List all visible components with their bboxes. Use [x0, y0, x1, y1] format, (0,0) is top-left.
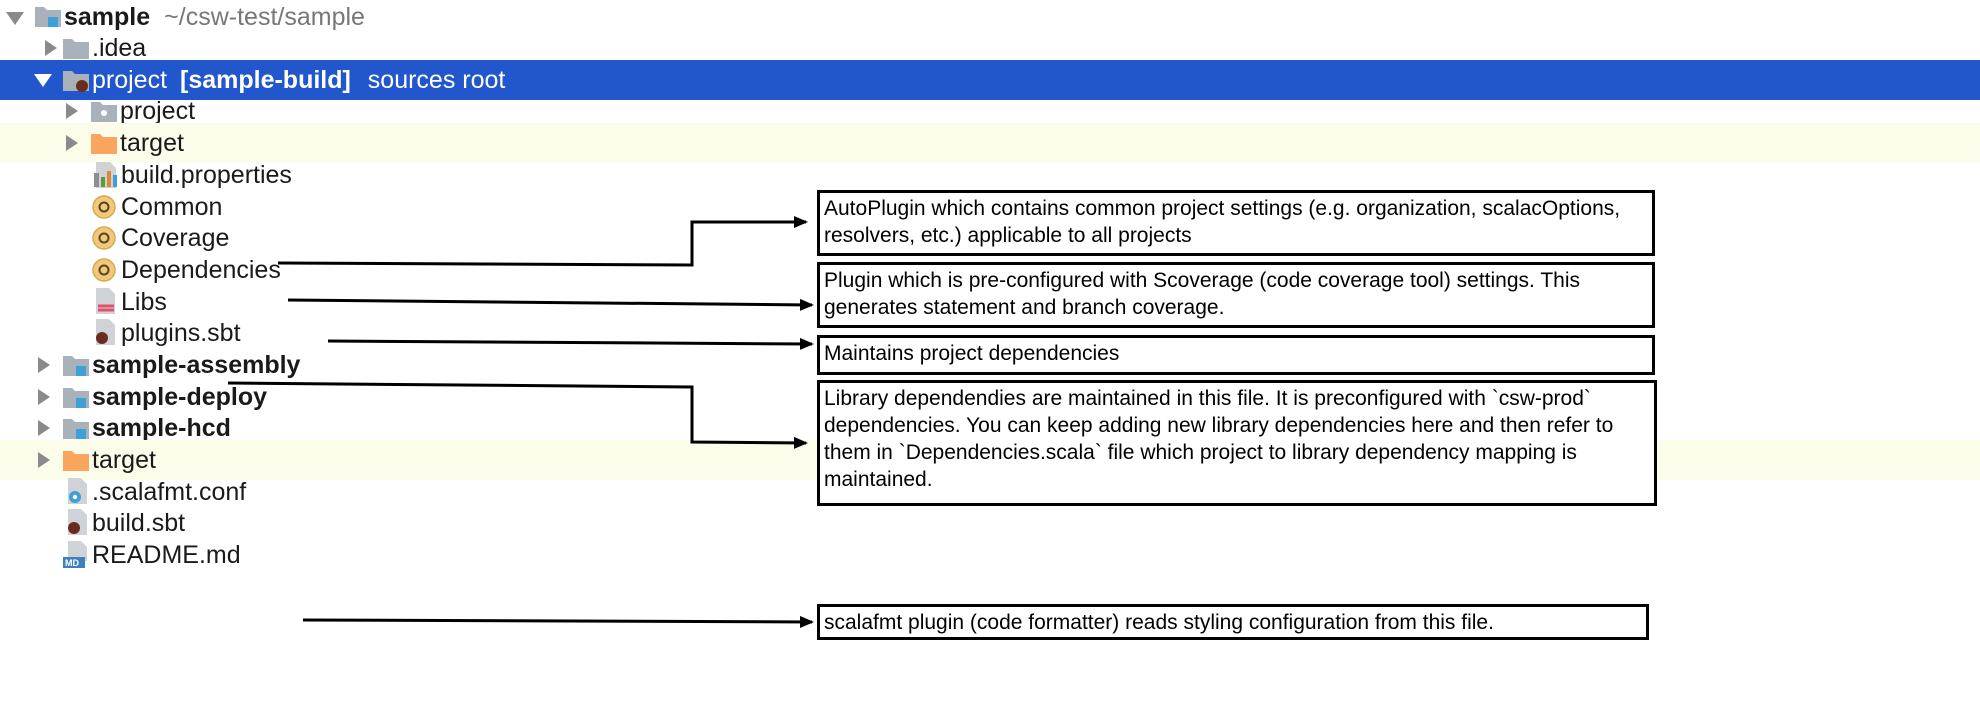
- svg-text:MD: MD: [65, 558, 79, 568]
- module-folder-icon: [62, 352, 90, 378]
- sbt-file-icon: [92, 318, 120, 345]
- tree-row-sample-assembly[interactable]: sample-assembly: [0, 345, 1980, 385]
- sources-root-tag: sources root: [367, 66, 506, 94]
- sbt-file-icon: [64, 508, 92, 535]
- config-file-icon: [64, 477, 92, 504]
- scala-object-icon: [91, 225, 119, 251]
- root-name: sample: [64, 3, 151, 31]
- tree-row-readme[interactable]: MD README.md: [0, 535, 1980, 575]
- tree-row-scalafmt-conf[interactable]: .scalafmt.conf: [0, 472, 1980, 512]
- excluded-folder-icon: [90, 130, 118, 156]
- chevron-down-icon[interactable]: [34, 74, 52, 87]
- module-folder-icon: [62, 384, 90, 410]
- tree-item-label: project: [120, 97, 196, 125]
- folder-icon: [90, 98, 118, 124]
- tree-item-label: project: [92, 66, 168, 94]
- chevron-down-icon[interactable]: [6, 12, 24, 25]
- tree-row-project-build[interactable]: project [sample-build] sources root: [0, 60, 1980, 100]
- tree-item-label: build.properties: [121, 161, 292, 189]
- tree-item-label: .idea: [92, 34, 147, 62]
- tree-item-label: Libs: [121, 288, 167, 316]
- note-common: AutoPlugin which contains common project…: [817, 190, 1655, 256]
- chevron-right-icon[interactable]: [66, 103, 78, 119]
- module-name: [sample-build]: [180, 66, 351, 94]
- module-folder-icon: [62, 67, 90, 93]
- arrow-scalafmt: [302, 615, 814, 628]
- chevron-right-icon[interactable]: [38, 452, 50, 468]
- tree-item-label: plugins.sbt: [121, 319, 241, 347]
- tree-item-label: README.md: [92, 541, 241, 569]
- folder-icon: [62, 35, 90, 61]
- tree-row-sample-hcd[interactable]: sample-hcd: [0, 408, 1980, 448]
- properties-file-icon: [92, 161, 120, 188]
- tree-row-common[interactable]: Common: [0, 187, 1980, 227]
- tree-row-coverage[interactable]: Coverage: [0, 218, 1980, 258]
- tree-item-label: Coverage: [121, 224, 230, 252]
- tree-item-label: target: [92, 446, 156, 474]
- note-dependencies: Maintains project dependencies: [817, 335, 1655, 375]
- tree-item-label: .scalafmt.conf: [92, 478, 247, 506]
- tree-row-sample[interactable]: sample ~/csw-test/sample: [0, 0, 1980, 37]
- module-folder-icon: [34, 3, 62, 29]
- scala-file-icon: [92, 287, 120, 314]
- root-path: ~/csw-test/sample: [164, 3, 365, 31]
- tree-row-project[interactable]: project: [0, 91, 1980, 131]
- chevron-right-icon[interactable]: [45, 40, 57, 56]
- chevron-right-icon[interactable]: [66, 135, 78, 151]
- tree-row-build-properties[interactable]: build.properties: [0, 155, 1980, 195]
- scala-object-icon: [91, 257, 119, 283]
- tree-row-build-sbt[interactable]: build.sbt: [0, 503, 1980, 543]
- module-folder-icon: [62, 415, 90, 441]
- chevron-right-icon[interactable]: [38, 389, 50, 405]
- chevron-right-icon[interactable]: [38, 357, 50, 373]
- scala-object-icon: [91, 194, 119, 220]
- note-scalafmt: scalafmt plugin (code formatter) reads s…: [817, 604, 1649, 640]
- tree-row-target[interactable]: target: [0, 123, 1980, 163]
- note-coverage: Plugin which is pre-configured with Scov…: [817, 262, 1655, 328]
- tree-item-label: build.sbt: [92, 509, 186, 537]
- tree-row-idea[interactable]: .idea: [0, 28, 1980, 68]
- chevron-right-icon[interactable]: [38, 420, 50, 436]
- tree-item-label: target: [120, 129, 184, 157]
- tree-item-label: sample-hcd: [92, 414, 231, 442]
- tree-row-dependencies[interactable]: Dependencies: [0, 250, 1980, 290]
- tree-item-label: sample-assembly: [92, 351, 301, 379]
- tree-item-label: Common: [121, 193, 223, 221]
- markdown-file-icon: MD: [62, 540, 92, 568]
- note-libs: Library dependendies are maintained in t…: [817, 380, 1657, 506]
- tree-row-libs[interactable]: Libs: [0, 282, 1980, 322]
- tree-row-plugins-sbt[interactable]: plugins.sbt: [0, 313, 1980, 353]
- excluded-folder-icon: [62, 447, 90, 473]
- tree-item-label: Dependencies: [121, 256, 281, 284]
